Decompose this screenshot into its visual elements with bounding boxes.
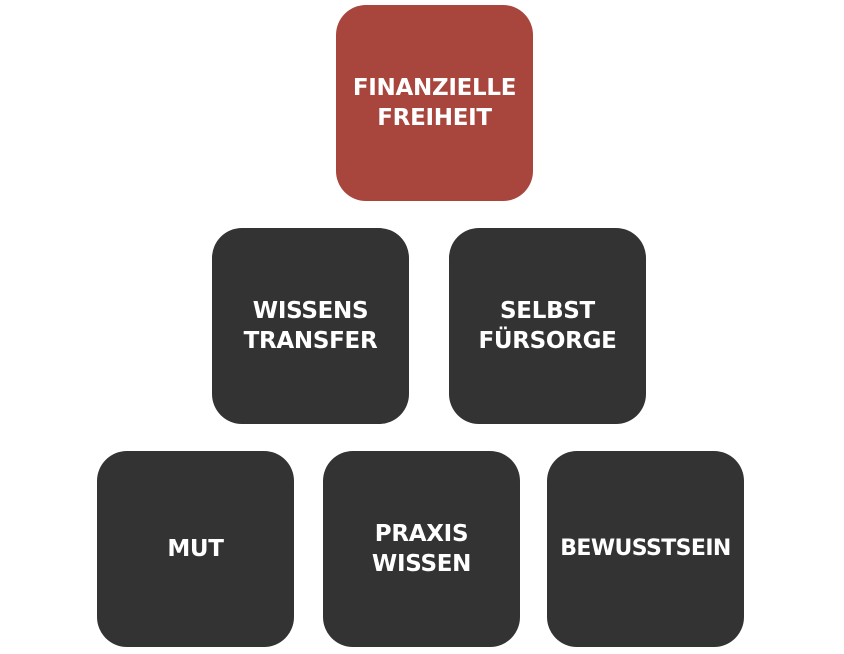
block-label-line-2: FREIHEIT bbox=[377, 105, 492, 131]
block-label-line-2: TRANSFER bbox=[243, 328, 378, 354]
block-label-line-1: SELBST bbox=[500, 298, 595, 324]
block-label-line-1: MUT bbox=[167, 536, 224, 562]
block-wissens-transfer: WISSENS TRANSFER bbox=[212, 228, 409, 424]
block-bewusstsein: BEWUSSTSEIN bbox=[547, 451, 744, 647]
block-label-line-2: WISSEN bbox=[371, 551, 472, 577]
block-selbst-fuersorge: SELBST FÜRSORGE bbox=[449, 228, 646, 424]
block-mut: MUT bbox=[97, 451, 294, 647]
block-praxis-wissen: PRAXIS WISSEN bbox=[323, 451, 520, 647]
block-label-line-1: BEWUSSTSEIN bbox=[560, 536, 731, 561]
block-finanzielle-freiheit: FINANZIELLE FREIHEIT bbox=[336, 5, 533, 201]
block-label-line-1: PRAXIS bbox=[374, 521, 469, 547]
block-label-line-1: FINANZIELLE bbox=[352, 75, 517, 101]
block-label-line-2: FÜRSORGE bbox=[478, 328, 617, 354]
block-label-line-1: WISSENS bbox=[252, 298, 369, 324]
